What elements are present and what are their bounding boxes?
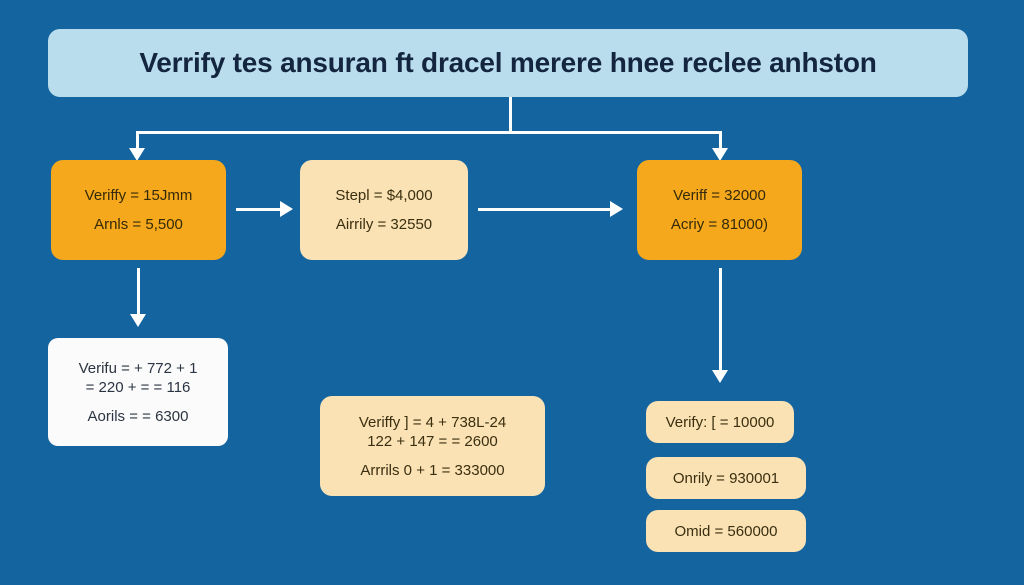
arrowhead-step1-to-detail-left-icon: [130, 314, 146, 327]
node-step1-line-1: Veriffy = 15Jmm: [84, 187, 193, 204]
node-step2-line-1: Stepl = $4,000: [335, 187, 433, 204]
node-step3[interactable]: Veriff = 32000 Acriy = 81000): [637, 160, 802, 260]
diagram-title-banner: Verrify tes ansuran ft dracel merere hne…: [48, 29, 968, 97]
node-step3-line-1: Veriff = 32000: [673, 187, 766, 204]
node-result-1[interactable]: Verify: [ = 10000: [646, 401, 794, 443]
node-detail-center-line-2: 122 + 147 = = 2600: [367, 432, 498, 450]
node-step2[interactable]: Stepl = $4,000 Airrily = 32550: [300, 160, 468, 260]
node-detail-left[interactable]: Verifu = + 772 + 1 = 220 + = = 116 Aoril…: [48, 338, 228, 446]
node-result-3[interactable]: Omid = 560000: [646, 510, 806, 552]
node-detail-center-line-1: Veriffy ] = 4 + 738L-24: [358, 413, 507, 431]
node-result-3-line-1: Omid = 560000: [674, 522, 778, 540]
connector-step1-to-detail-left: [137, 268, 140, 316]
connector-step3-to-result1: [719, 268, 722, 372]
node-result-2-line-1: Onrily = 930001: [672, 469, 780, 487]
node-detail-left-line-2: = 220 + = = 116: [85, 378, 191, 396]
node-step2-line-2: Airrily = 32550: [335, 216, 433, 233]
connector-step2-to-step3: [478, 208, 612, 211]
diagram-title-text: Verrify tes ansuran ft dracel merere hne…: [139, 47, 877, 78]
connector-distribution-rail: [136, 131, 722, 134]
connector-branch-right: [719, 131, 722, 151]
connector-title-stem: [509, 97, 512, 133]
node-step1-line-2: Arnls = 5,500: [94, 216, 183, 233]
node-detail-center[interactable]: Veriffy ] = 4 + 738L-24 122 + 147 = = 26…: [320, 396, 545, 496]
arrowhead-branch-right-icon: [712, 148, 728, 161]
node-step3-line-2: Acriy = 81000): [670, 216, 769, 233]
arrowhead-step2-to-step3-icon: [610, 201, 623, 217]
node-detail-center-line-3: Arrrils 0 + 1 = 333000: [360, 461, 505, 479]
arrowhead-branch-left-icon: [129, 148, 145, 161]
node-result-1-line-1: Verify: [ = 10000: [665, 413, 775, 431]
node-detail-left-line-3: Aorils = = 6300: [87, 407, 189, 425]
connector-branch-left: [136, 131, 139, 151]
arrowhead-step3-to-result1-icon: [712, 370, 728, 383]
arrowhead-step1-to-step2-icon: [280, 201, 293, 217]
node-result-2[interactable]: Onrily = 930001: [646, 457, 806, 499]
node-step1[interactable]: Veriffy = 15Jmm Arnls = 5,500: [51, 160, 226, 260]
node-detail-left-line-1: Verifu = + 772 + 1: [78, 359, 198, 377]
connector-step1-to-step2: [236, 208, 282, 211]
